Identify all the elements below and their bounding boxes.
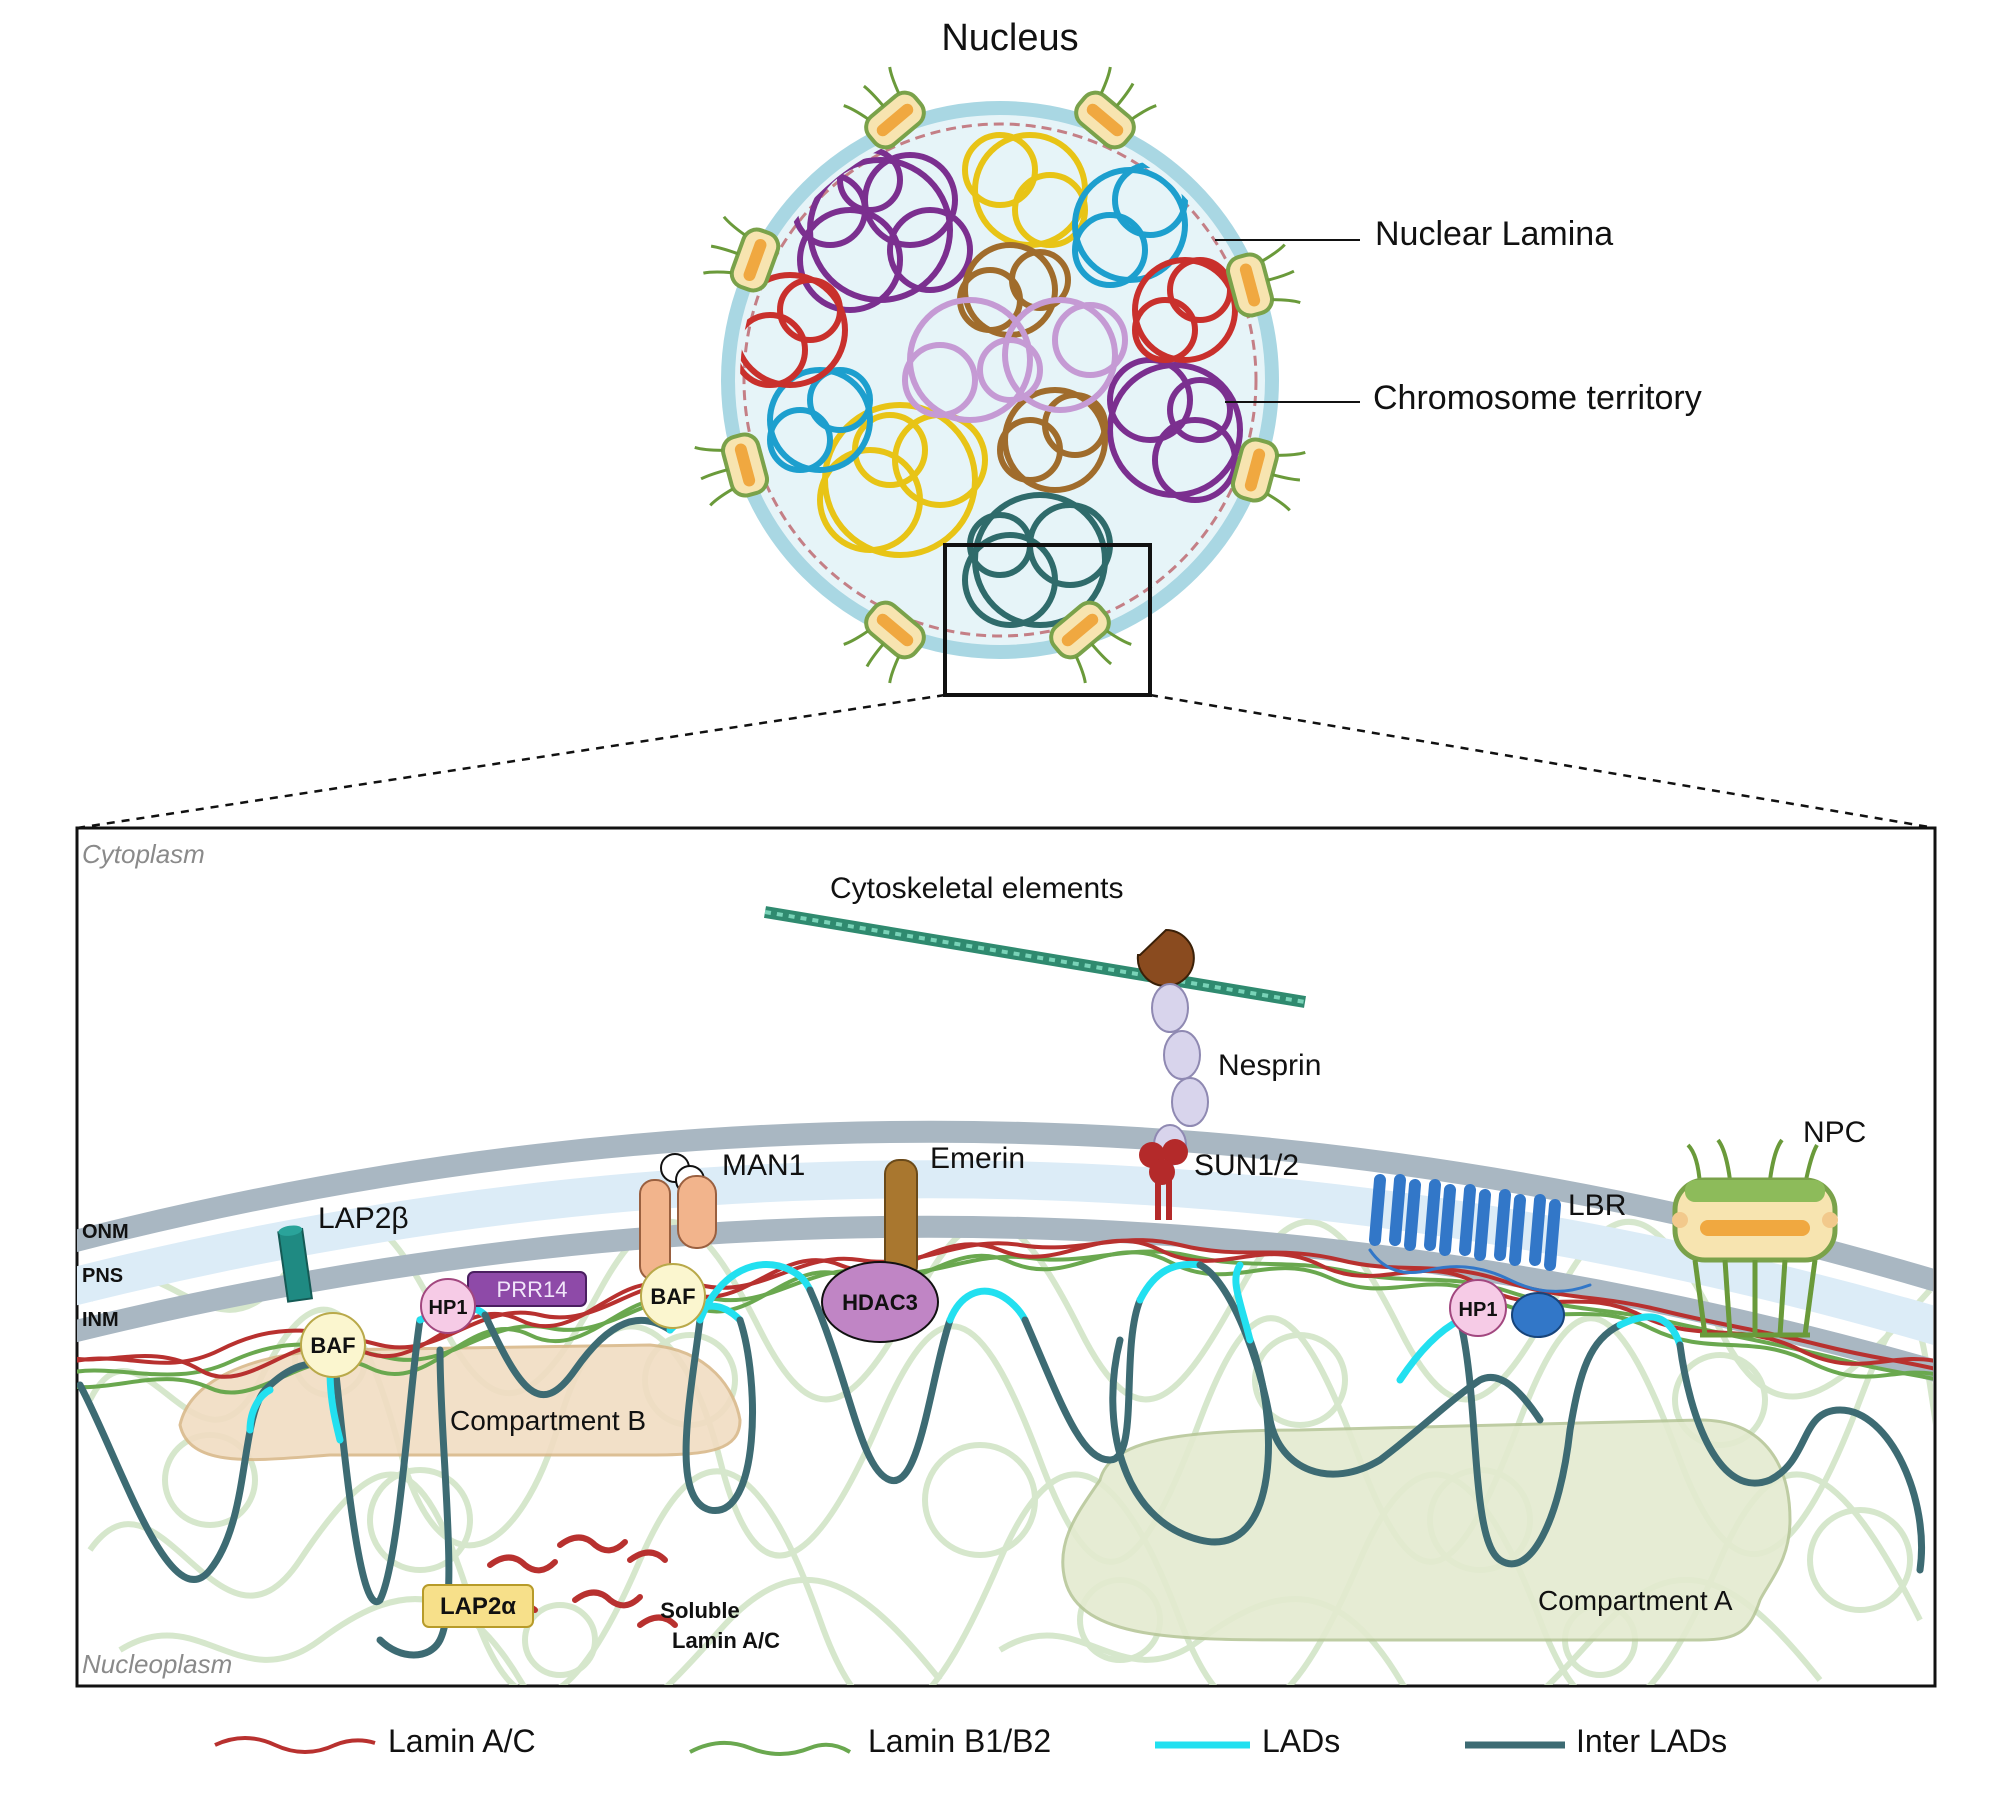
npc-icon [1230,437,1306,512]
pns-label: PNS [82,1265,123,1287]
territory-purple [792,147,1243,503]
kash-head [1136,928,1195,987]
baf-protein-1 [300,1312,366,1378]
perinuclear-space [77,1160,1933,1345]
baf-label-2: BAF [650,1284,695,1309]
man1-label: MAN1 [722,1149,805,1182]
outer-nuclear-membrane [77,1120,1933,1292]
baf-label-1: BAF [310,1333,355,1358]
onm-label: ONM [82,1221,129,1243]
compartment-b-region [178,1343,742,1462]
nucleus-overview [694,66,1306,697]
compartment-b-label: Compartment B [450,1405,646,1436]
lap2b-protein [277,1225,314,1303]
overview-npcs [694,66,1306,684]
cytoskeletal-filament [764,906,1306,1008]
sun-label: SUN1/2 [1194,1149,1299,1182]
legend-item-lads: LADs [1155,1723,1340,1759]
nuclear-envelope [721,101,1279,659]
nesprin-bead [1171,1077,1209,1127]
nesprin-bead [1163,1030,1201,1080]
zoom-line-left [76,693,946,830]
npc-icon [1225,243,1301,318]
hdac3-protein [821,1261,939,1343]
compartment-a-label: Compartment A [1538,1585,1733,1616]
npc-icon [843,600,926,684]
nuclear-lamina-label: Nuclear Lamina [1375,215,1613,253]
lap2b-label: LAP2β [318,1202,409,1235]
inner-nuclear-membrane [77,1215,1933,1382]
chromosome-territory-label: Chromosome territory [1373,379,1702,417]
legend-swatch-lamin-b [689,1740,852,1756]
nucleoplasm-label: Nucleoplasm [82,1649,232,1679]
legend-label-lamin-ac: Lamin A/C [388,1723,536,1759]
lap2a-protein [422,1584,534,1628]
npc-icon [1074,66,1157,150]
hp1-label-2: HP1 [1459,1299,1498,1321]
chromatin-fiber [77,1260,1925,1659]
legend-label-lads: LADs [1262,1723,1340,1759]
lbr-partner-protein [1511,1292,1565,1338]
territory-lilac [902,297,1128,423]
lbr-label: LBR [1568,1189,1626,1222]
legend-item-lamin-b: Lamin B1/B2 [689,1723,1051,1759]
nucleus-title: Nucleus [941,17,1078,59]
compartment-a-region [1061,1418,1792,1642]
zoom-line-right [1149,693,1936,830]
lap2a-label: LAP2α [440,1593,516,1620]
emerin-label: Emerin [930,1142,1025,1175]
hp1-label-1: HP1 [429,1297,468,1319]
npc-icon [843,66,926,150]
npc-icon [703,215,781,293]
npc-icon [694,432,770,507]
lbr-protein [1368,1174,1592,1293]
nesprin-label: Nesprin [1218,1049,1321,1082]
prr14-label: PRR14 [497,1277,568,1302]
nesprin-bead [1151,983,1189,1033]
nesprin-complex [1136,928,1209,1166]
legend-swatch-lamin-ac [214,1736,376,1754]
legend-item-inter-lads: Inter LADs [1465,1723,1727,1759]
npc-detail [1672,1138,1838,1338]
detail-panel: Cytoplasm Nucleoplasm ONM PNS INM Cytosk… [75,826,1937,1688]
npc-icon [1049,600,1132,684]
npc-label: NPC [1803,1116,1866,1149]
legend-label-inter-lads: Inter LADs [1576,1723,1727,1759]
nuclear-lamina-ring [742,122,1258,638]
cytoskeletal-label: Cytoskeletal elements [830,872,1123,905]
inm-label: INM [82,1309,119,1331]
man1-protein [639,1153,717,1281]
soluble-lamin-label-line1: Soluble [660,1598,739,1623]
zoom-box [943,543,1152,697]
baf-protein-2 [640,1263,706,1329]
hdac3-label: HDAC3 [842,1290,918,1315]
cytoplasm-label: Cytoplasm [82,839,205,869]
legend-item-lamin-ac: Lamin A/C [214,1723,536,1759]
soluble-lamin-label-line2: Lamin A/C [672,1628,780,1653]
legend-label-lamin-b: Lamin B1/B2 [868,1723,1051,1759]
hp1-protein-1 [420,1278,476,1334]
legend: Lamin A/C Lamin B1/B2 LADs Inter LADs [214,1723,1727,1759]
hp1-protein-2 [1449,1279,1507,1337]
sun-protein [1139,1139,1188,1220]
territory-red [740,257,1238,388]
